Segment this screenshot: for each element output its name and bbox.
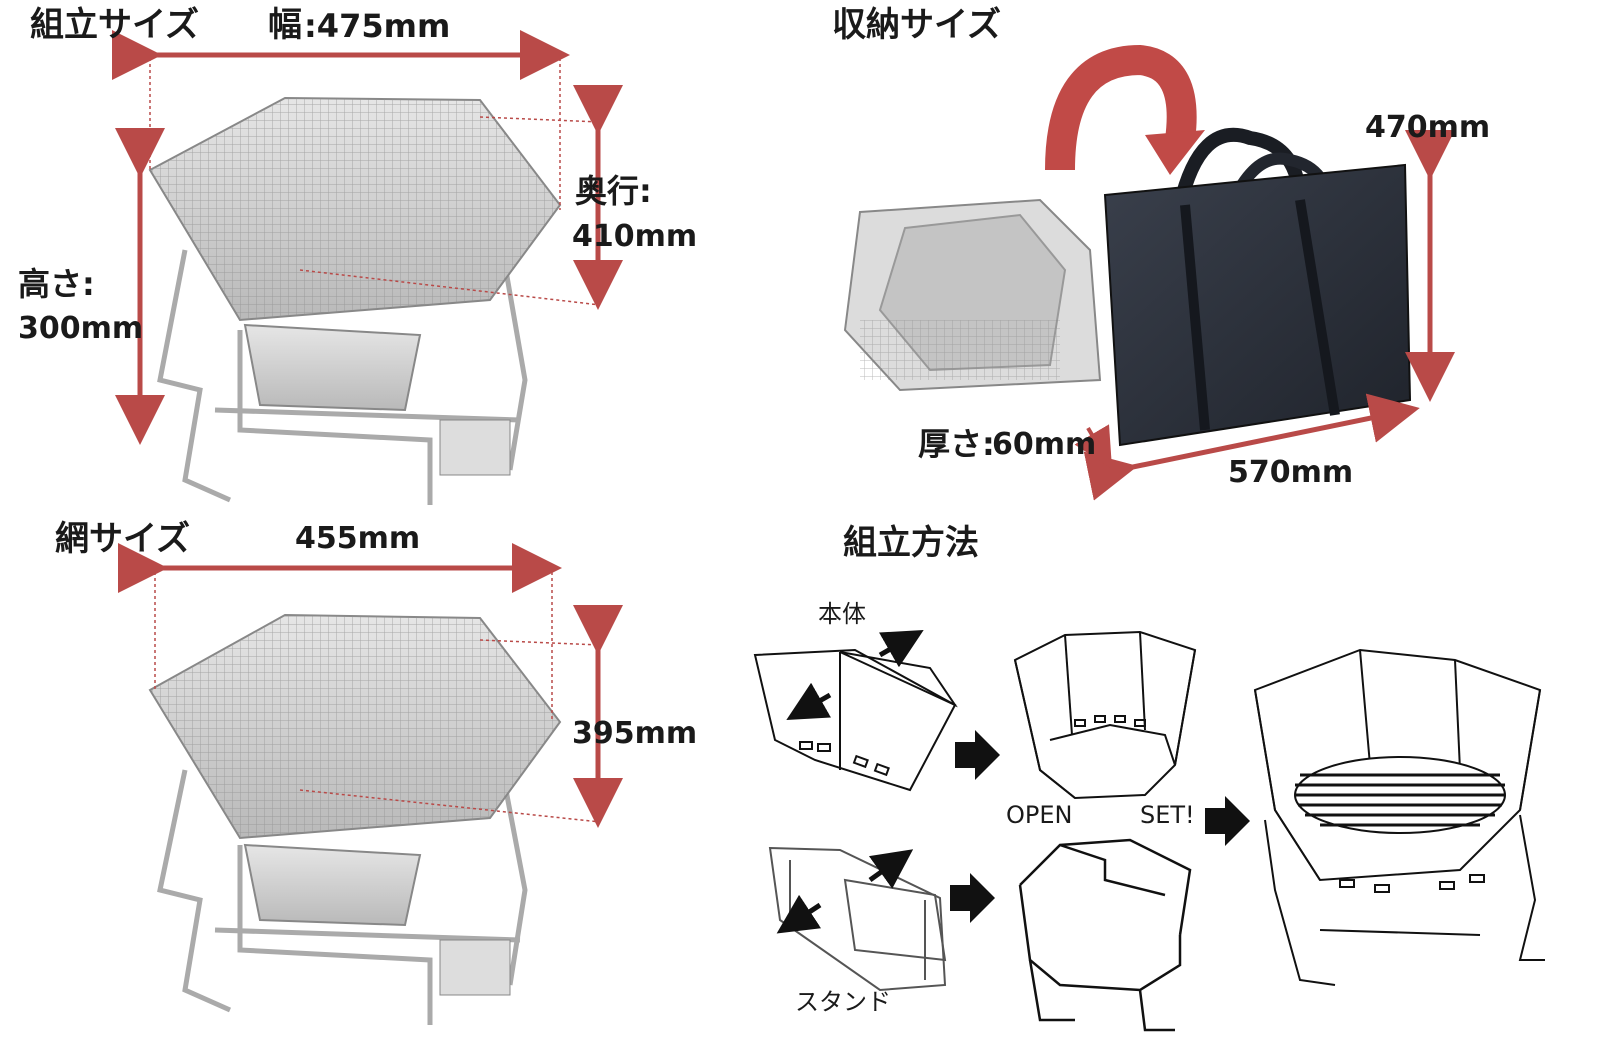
open-label: OPEN [1006, 801, 1073, 829]
assembled-grill-image [148, 96, 562, 505]
assembly-step-body-open [1013, 630, 1197, 800]
assembled-height-value: 300mm [18, 311, 144, 346]
storage-bag-image [1103, 127, 1412, 447]
storage-dimension-lines [1074, 130, 1455, 501]
step-arrow-set [1205, 796, 1250, 846]
assembled-height-label: 高さ: [18, 265, 95, 303]
assembled-width-label: 幅 [268, 5, 302, 45]
assembled-width-value: :475mm [304, 7, 451, 45]
net-width-value: 455mm [295, 521, 421, 556]
step-arrow-stand [950, 873, 995, 923]
net-size-title: 網サイズ [55, 519, 190, 559]
net-dimension-lines [118, 543, 623, 828]
net-depth-value: 395mm [572, 716, 698, 751]
set-label: SET! [1140, 801, 1195, 829]
assembled-size-title: 組立サイズ [30, 5, 199, 45]
folded-grill-image [843, 198, 1102, 392]
open-arrow-body-1 [878, 630, 924, 668]
storage-thickness-label: 厚さ: [918, 425, 995, 463]
step-arrow-body [955, 730, 1000, 780]
storage-curved-arrow [1045, 44, 1205, 175]
stand-label: スタンド [795, 988, 891, 1016]
storage-size-title: 収納サイズ [832, 5, 1001, 45]
storage-height-value: 470mm [1365, 110, 1491, 145]
storage-width-value: 570mm [1228, 455, 1354, 490]
storage-thickness-value: 60mm [992, 427, 1097, 462]
assembled-dimension-lines [112, 30, 623, 445]
assembly-step-body-folded [753, 648, 958, 792]
open-arrow-stand-2 [776, 894, 822, 934]
assembly-step-complete [1253, 648, 1545, 986]
net-grill-image [148, 613, 562, 1025]
open-arrow-body-2 [786, 682, 832, 720]
assembled-depth-value: 410mm [572, 219, 698, 254]
assembled-depth-label: 奥行: [575, 172, 652, 210]
body-label: 本体 [818, 600, 866, 628]
assembly-method-title: 組立方法 [843, 523, 979, 563]
open-arrow-stand-1 [868, 849, 914, 889]
assembly-step-stand-open [1018, 838, 1192, 1032]
